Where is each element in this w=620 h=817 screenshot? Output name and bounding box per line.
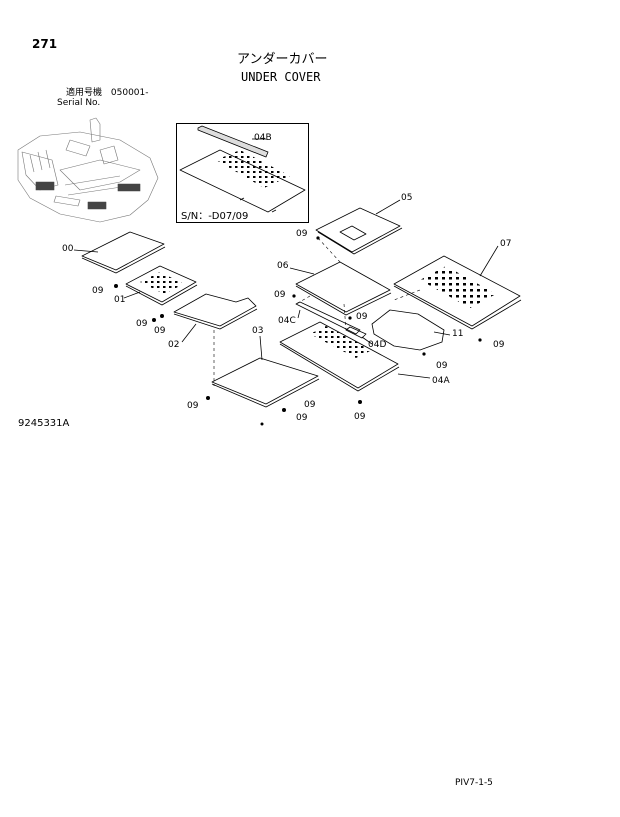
label-09: 09 xyxy=(304,400,316,410)
serial-label-en: Serial No. xyxy=(57,98,101,108)
inset-plate xyxy=(179,125,306,213)
label-05: 05 xyxy=(401,193,413,203)
drawing-code: 9245331A xyxy=(18,418,70,429)
bolt-markers xyxy=(114,236,482,426)
part-06 xyxy=(295,261,392,316)
serial-value: 050001- xyxy=(110,88,149,98)
label-09: 09 xyxy=(187,401,199,411)
part-02 xyxy=(173,293,258,330)
label-04b: 04B xyxy=(254,133,272,143)
label-06: 06 xyxy=(277,261,289,271)
label-09: 09 xyxy=(493,340,505,350)
page-reference: PIV7-1-5 xyxy=(455,778,493,788)
part-03 xyxy=(211,357,320,408)
label-09: 09 xyxy=(154,326,166,336)
label-00: 00 xyxy=(62,244,74,254)
label-09: 09 xyxy=(354,412,366,422)
serial-label-jp: 適用号機 xyxy=(66,88,103,98)
label-09: 09 xyxy=(136,319,148,329)
label-03: 03 xyxy=(252,326,264,336)
part-11 xyxy=(371,309,445,351)
inset-box xyxy=(176,123,309,223)
part-00 xyxy=(81,231,166,274)
label-04a: 04A xyxy=(432,376,450,386)
title-japanese: アンダーカバー xyxy=(237,52,328,67)
label-04c: 04C xyxy=(278,316,296,326)
label-09: 09 xyxy=(296,229,308,239)
part-04d xyxy=(345,326,367,339)
label-09: 09 xyxy=(356,312,368,322)
serial-info: 適用号機 050001- xyxy=(66,89,149,98)
inset-note: S/N：-D07/09 xyxy=(181,211,249,222)
part-01 xyxy=(125,265,198,306)
label-01: 01 xyxy=(114,295,126,305)
label-11: 11 xyxy=(452,329,464,339)
machine-thumbnail xyxy=(17,117,159,223)
part-04a xyxy=(279,321,400,392)
title-english: UNDER COVER xyxy=(241,70,321,84)
label-09: 09 xyxy=(436,361,448,371)
page-number: 271 xyxy=(32,37,58,51)
label-09: 09 xyxy=(274,290,286,300)
label-07: 07 xyxy=(500,239,512,249)
label-09: 09 xyxy=(92,286,104,296)
label-02: 02 xyxy=(168,340,180,350)
label-09: 09 xyxy=(296,413,308,423)
part-05 xyxy=(315,207,403,255)
part-07 xyxy=(393,255,522,330)
label-04d: 04D xyxy=(368,340,387,350)
